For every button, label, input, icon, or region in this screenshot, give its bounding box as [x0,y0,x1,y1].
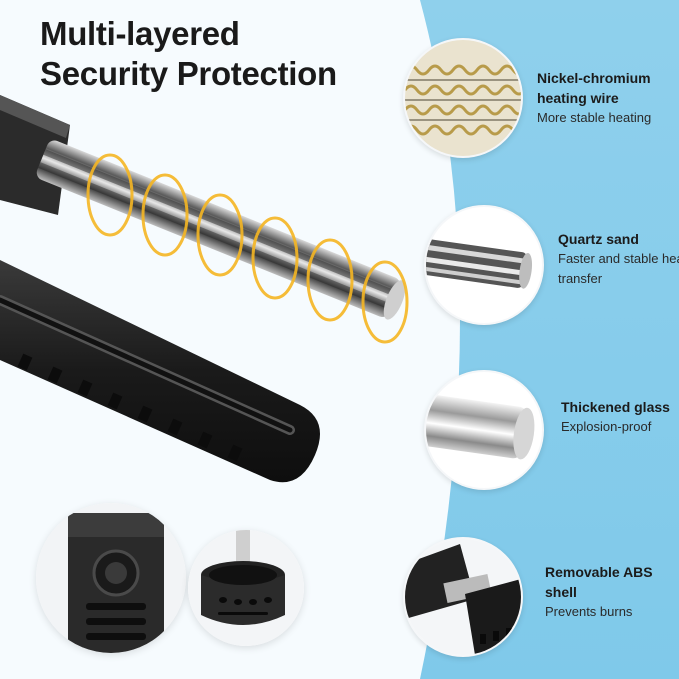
feature-desc: Explosion-proof [561,419,652,434]
feature-title: Thickened glass [561,399,670,415]
headline-line-1: Multi-layered [40,15,240,52]
removable-shell [0,260,320,483]
feature-title: Removable ABS shell [545,564,653,600]
glass-tube-icon [424,370,544,490]
feature-title: Quartz sand [558,231,639,247]
headline-line-2: Security Protection [40,55,337,92]
abs-shell-icon [403,537,523,657]
feature-desc: More stable heating [537,110,652,125]
heating-wire-icon [403,38,523,158]
feature-abs-shell: Removable ABS shell Prevents burns [545,562,679,622]
heat-glow-rings [86,153,409,344]
feature-desc: Faster and stable heat transfer [558,251,679,286]
feature-desc: Prevents burns [545,604,633,619]
quartz-sand-icon [424,205,544,325]
feature-title: Nickel-chromium heating wire [537,70,651,106]
shell-closeup-left [36,503,186,653]
heating-rod [36,140,406,320]
shell-closeup-right [188,530,304,646]
feature-quartz-sand: Quartz sand Faster and stable heat trans… [558,229,679,289]
feature-thickened-glass: Thickened glass Explosion-proof [561,397,679,437]
headline: Multi-layered Security Protection [40,14,337,94]
feature-heating-wire: Nickel-chromium heating wire More stable… [537,68,677,128]
top-housing [0,95,70,215]
